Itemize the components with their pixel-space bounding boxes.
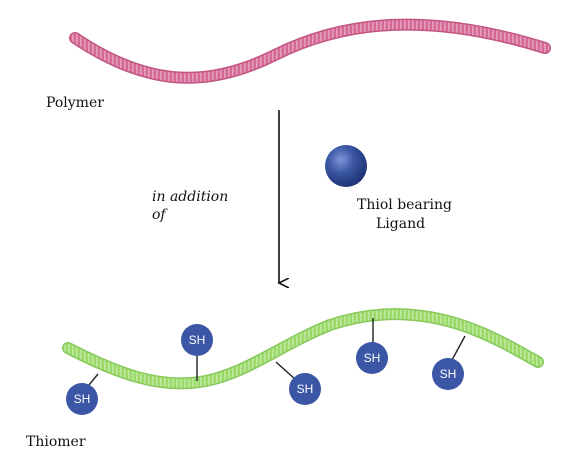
polymer-label: Polymer	[46, 95, 104, 111]
sh-bead	[289, 373, 321, 405]
process-label-line2: of	[152, 207, 168, 223]
sh-group-5: SH	[432, 335, 466, 390]
sh-label: SH	[297, 382, 314, 396]
ligand-label-line2: Ligand	[376, 216, 425, 232]
sh-label: SH	[440, 367, 457, 381]
sh-bead	[356, 342, 388, 374]
sh-label: SH	[74, 392, 91, 406]
polymer-strand	[69, 18, 551, 84]
sh-group-1: SH	[66, 373, 99, 415]
sh-bead	[432, 358, 464, 390]
sh-label: SH	[189, 333, 206, 347]
thiomer-strand	[62, 308, 544, 390]
process-label-line1: in addition	[152, 189, 228, 205]
sh-linker	[451, 335, 466, 361]
sh-group-3: SH	[275, 361, 321, 405]
ligand-label-line1: Thiol bearing	[357, 197, 452, 213]
sh-label: SH	[364, 351, 381, 365]
sh-group-2: SH	[181, 324, 213, 381]
thiomer-label: Thiomer	[26, 434, 86, 450]
sh-bead	[181, 324, 213, 356]
sh-linker	[275, 361, 297, 381]
sh-group-4: SH	[356, 318, 388, 374]
sh-bead	[66, 383, 98, 415]
thiol-ligand-sphere	[325, 145, 367, 187]
